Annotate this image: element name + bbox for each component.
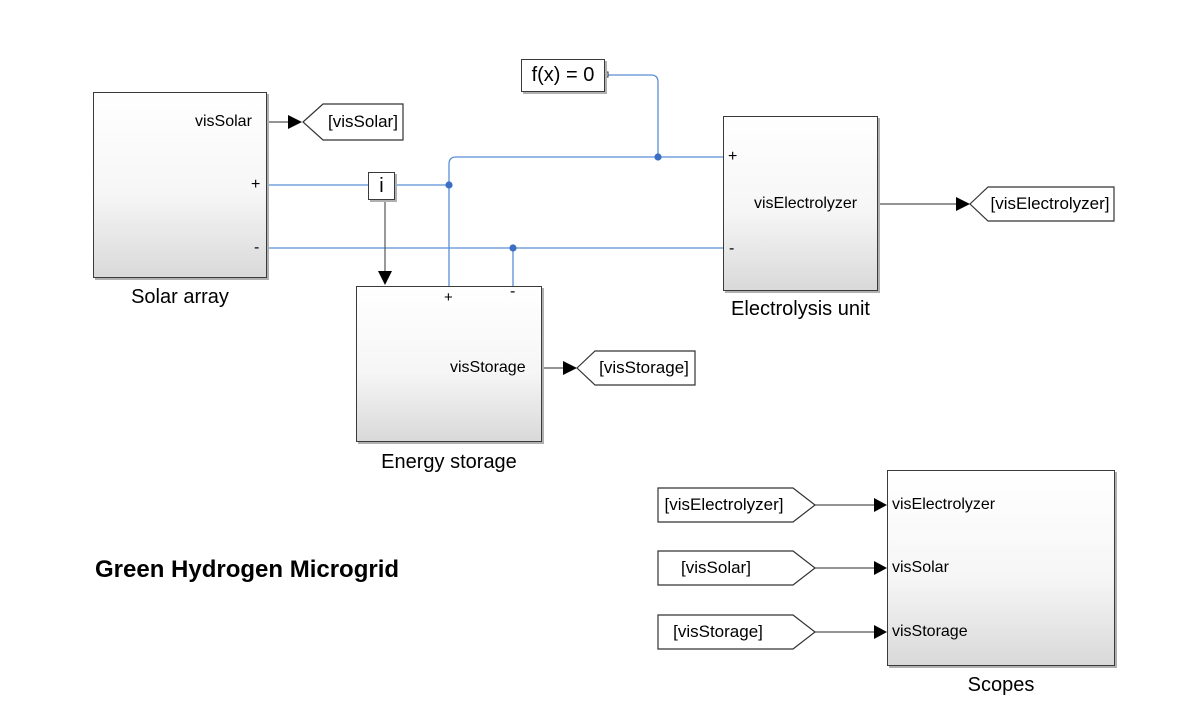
solar-array-block[interactable]: [93, 92, 267, 278]
arrow-visstorage: [563, 361, 577, 375]
from-viselectrolyzer-shape: [657, 487, 816, 523]
scopes-port-visstorage: visStorage: [892, 623, 968, 640]
electrolysis-port-minus: -: [729, 240, 735, 257]
arrow-scope-storage: [874, 625, 887, 639]
storage-port-minus: -: [510, 283, 516, 300]
goto-viselectrolyzer-shape: [969, 186, 1115, 222]
current-sensor-block[interactable]: i: [368, 172, 395, 200]
from-visstorage-shape: [657, 614, 816, 650]
goto-vissolar-shape: [302, 103, 404, 141]
energy-storage-block[interactable]: [356, 286, 542, 442]
scopes-block[interactable]: [887, 470, 1115, 666]
energy-storage-label: Energy storage: [381, 451, 517, 473]
electrolysis-port-viselectrolyzer: visElectrolyzer: [754, 195, 858, 212]
goto-visstorage-shape: [576, 350, 696, 386]
arrow-scope-solar: [874, 561, 887, 575]
storage-port-plus: +: [444, 289, 453, 306]
solar-port-minus: -: [254, 239, 260, 256]
solar-array-label: Solar array: [131, 286, 229, 308]
goto-visstorage[interactable]: [visStorage]: [599, 358, 689, 377]
arrow-sensor-i: [378, 271, 392, 285]
junction-solver: [654, 153, 662, 161]
arrow-vissolar: [288, 115, 302, 129]
from-viselectrolyzer[interactable]: [visElectrolyzer]: [664, 495, 784, 514]
scopes-label: Scopes: [967, 674, 1035, 696]
wire-plus-bus: [448, 156, 723, 185]
from-visstorage[interactable]: [visStorage]: [673, 622, 763, 641]
scopes-port-vissolar: visSolar: [892, 559, 949, 576]
arrow-viselectrolyzer: [956, 197, 970, 211]
goto-vissolar[interactable]: [visSolar]: [328, 112, 398, 131]
solar-port-vissolar: visSolar: [195, 113, 252, 130]
electrolysis-unit-block[interactable]: [723, 116, 878, 291]
junction-minus: [509, 244, 517, 252]
goto-viselectrolyzer[interactable]: [visElectrolyzer]: [990, 194, 1110, 213]
solver-configuration-block[interactable]: f(x) = 0: [521, 59, 605, 92]
wire-solver: [607, 74, 659, 157]
junction-plus: [445, 181, 453, 189]
electrolysis-unit-label: Electrolysis unit: [731, 298, 870, 320]
from-vissolar-shape: [657, 550, 816, 586]
scopes-port-viselectrolyzer: visElectrolyzer: [892, 496, 996, 513]
electrolysis-port-plus: +: [728, 148, 738, 165]
from-vissolar[interactable]: [visSolar]: [681, 558, 751, 577]
arrow-scope-electrolyzer: [874, 498, 887, 512]
storage-port-visstorage: visStorage: [450, 359, 526, 376]
solar-port-plus: +: [251, 176, 261, 193]
model-title: Green Hydrogen Microgrid: [95, 556, 400, 583]
